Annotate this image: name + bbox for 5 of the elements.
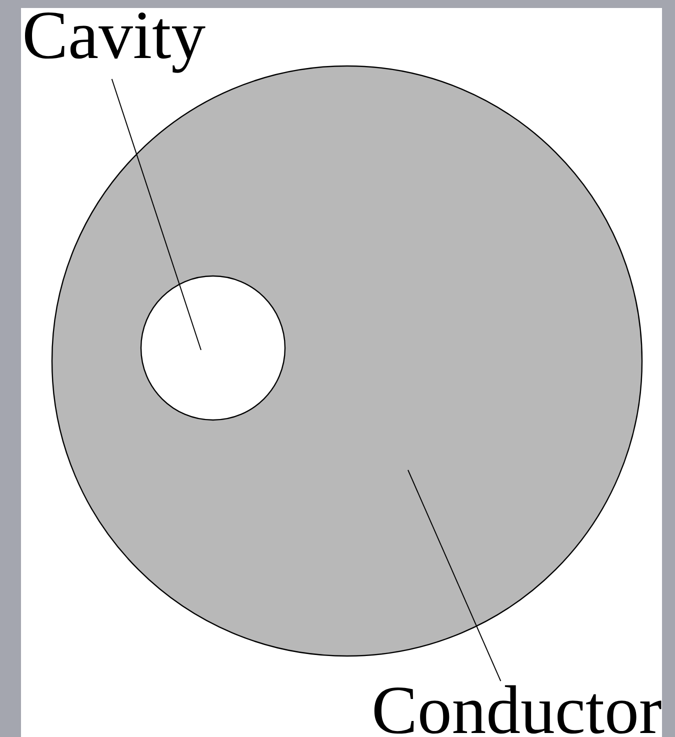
leader-line bbox=[408, 470, 502, 682]
label-text: Conductor bbox=[374, 685, 662, 734]
label-text: Cavity bbox=[25, 12, 206, 73]
cavity-circle bbox=[140, 275, 286, 421]
leader-line bbox=[111, 78, 202, 350]
